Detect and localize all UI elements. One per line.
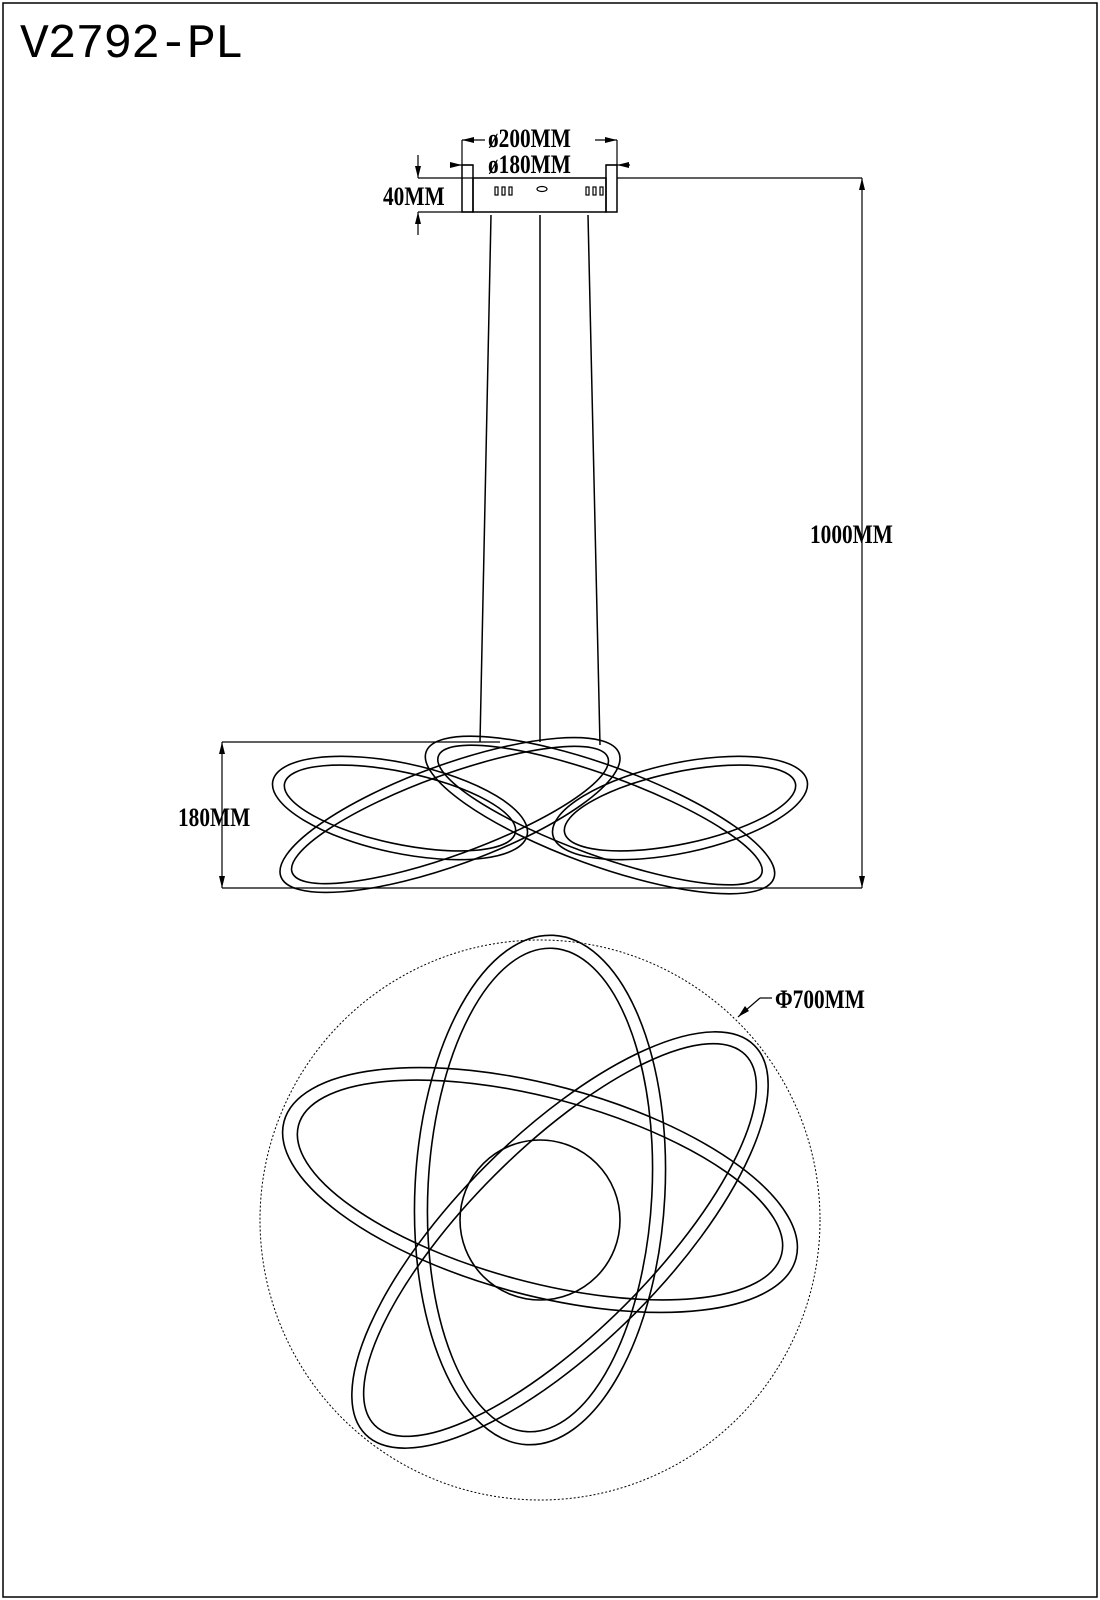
canopy-outer-diameter-label: ø200MM [488, 124, 571, 153]
canopy-inner-diameter-label: ø180MM [488, 150, 571, 179]
suspension-cables [479, 214, 601, 746]
side-view-rings [271, 735, 809, 895]
dimension-arrows [219, 137, 865, 1017]
overall-diameter-circle [259, 939, 821, 1501]
top-view-rings [281, 934, 799, 1449]
dimension-lines [221, 139, 863, 1018]
canopy [461, 164, 618, 213]
canopy-height-label: 40MM [383, 182, 445, 211]
ring-height-label: 180MM [178, 803, 251, 832]
total-height-label: 1000MM [810, 520, 893, 549]
model-title: V2792-PL [20, 18, 243, 72]
center-disc [459, 1139, 621, 1301]
overall-diameter-label: Φ700MM [775, 985, 865, 1014]
